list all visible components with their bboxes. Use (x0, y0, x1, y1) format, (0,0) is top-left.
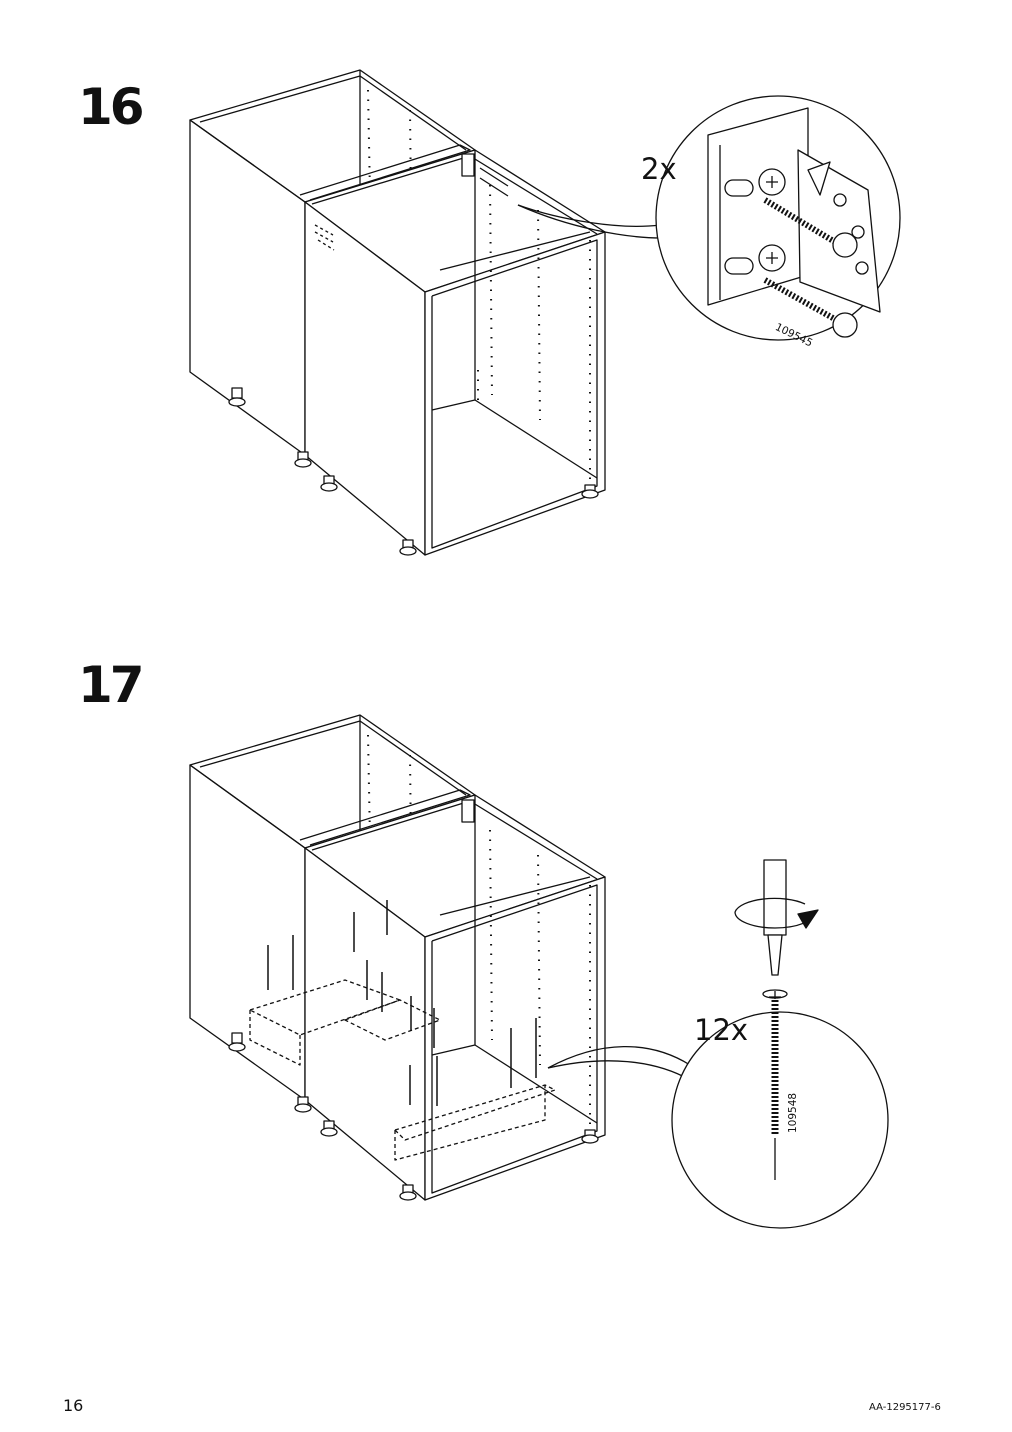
quantity-label: 12x (694, 1013, 749, 1047)
document-id: AA-1295177-6 (869, 1402, 941, 1413)
screwdriver-icon (734, 859, 819, 976)
callout-pointer (547, 1060, 691, 1081)
callout-pointer (517, 204, 661, 227)
step-number: 16 (78, 78, 145, 136)
step-number: 17 (78, 656, 145, 714)
callout-pointer (517, 204, 663, 239)
callout-pointer (547, 1046, 691, 1069)
quantity-label: 2x (641, 152, 677, 186)
cabinet-assembly-step-16 (189, 69, 606, 556)
part-number: 109548 (787, 1092, 799, 1133)
page-number: 16 (63, 1396, 84, 1415)
detail-circle-screws (655, 95, 901, 341)
detail-circle-screw (671, 989, 889, 1229)
cabinet-assembly-step-17 (189, 714, 606, 1201)
